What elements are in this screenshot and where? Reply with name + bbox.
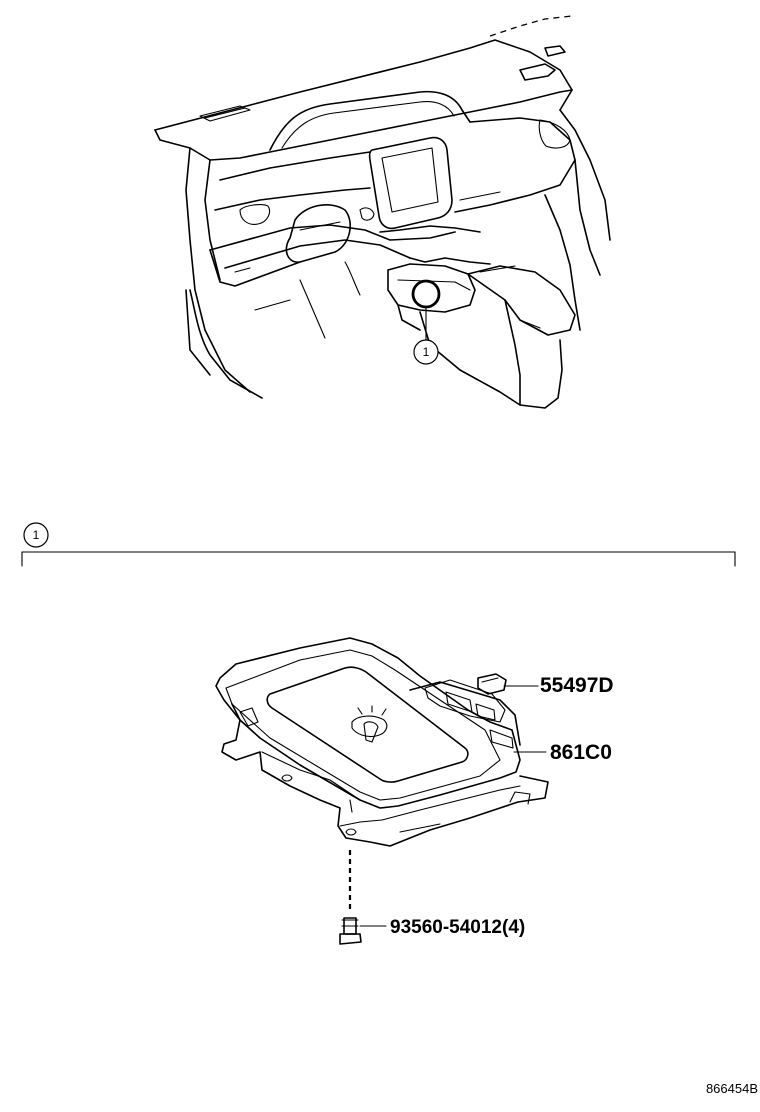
charger-illustration <box>215 637 549 847</box>
overview-callout-label: 1 <box>423 345 430 359</box>
diagram-id: 866454B <box>706 1081 758 1096</box>
overview-callout: 1 <box>413 339 439 365</box>
section-callout-label: 1 <box>33 528 40 542</box>
dashboard-illustration <box>154 15 611 409</box>
section-header: 1 <box>21 522 736 567</box>
part-label-screw: 93560-54012(4) <box>390 917 525 938</box>
charger-location-marker <box>411 279 441 309</box>
part-label-charger: 861C0 <box>550 741 612 764</box>
part-label-bracket: 55497D <box>540 674 614 697</box>
section-bracket <box>21 551 736 567</box>
screw-illustration <box>339 850 362 945</box>
